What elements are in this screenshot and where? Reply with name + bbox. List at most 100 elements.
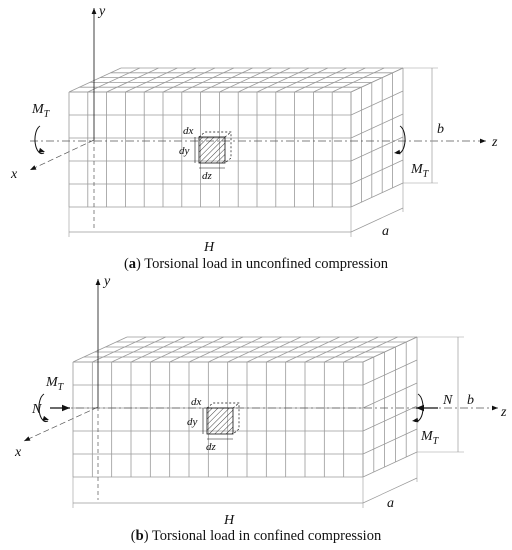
grid-line: [150, 336, 205, 363]
grid-line: [285, 336, 340, 363]
y-axis-label: y: [102, 275, 111, 289]
grid-line: [200, 67, 253, 93]
grid-line: [362, 359, 418, 386]
grid-line: [294, 67, 347, 93]
grid-line: [68, 67, 122, 93]
height-b-label: b: [437, 122, 444, 137]
grid-line: [72, 336, 128, 363]
grid-line: [169, 336, 224, 363]
grid-line: [125, 67, 178, 93]
grid-line: [87, 67, 140, 93]
element-back-edges: [198, 131, 232, 164]
dy-label: dy: [187, 416, 198, 428]
differential-element: [194, 131, 232, 169]
axial-load-N-right: N: [442, 393, 453, 408]
grid-line: [362, 336, 418, 363]
grid-line: [362, 382, 418, 409]
moment-label-right: MT: [410, 162, 430, 180]
dz-label: dz: [202, 170, 213, 182]
depth-a-label: a: [387, 496, 394, 511]
depth-dimension-line: [362, 477, 418, 504]
grid-line: [162, 67, 216, 93]
moment-label-left: MT: [45, 375, 65, 393]
grid-line: [362, 451, 418, 478]
grid-line: [350, 136, 404, 162]
x-axis-arrow: [30, 165, 37, 170]
specimen-grid: [68, 67, 404, 208]
coordinate-axes: [29, 8, 486, 230]
grid-line: [362, 428, 418, 455]
grid-line: [350, 182, 404, 208]
z-axis-arrow: [480, 138, 486, 144]
element-back-edges: [206, 402, 240, 435]
grid-line: [256, 67, 310, 93]
grid-line: [313, 67, 366, 93]
grid-line: [362, 405, 418, 432]
grid-line: [275, 67, 328, 93]
height-b-label: b: [467, 393, 474, 408]
y-axis-label: y: [97, 4, 106, 19]
grid-line: [350, 67, 404, 93]
grid-line: [106, 67, 159, 93]
specimen-grid: [72, 336, 418, 478]
dx-label: dx: [183, 125, 194, 137]
grid-line: [130, 336, 186, 363]
element-edge: [224, 131, 232, 138]
torque-arrow-left: [34, 125, 45, 155]
grid-line: [350, 90, 404, 116]
z-axis-arrow: [492, 405, 498, 411]
figure-caption: (a) Torsional load in unconfined compres…: [123, 256, 389, 272]
coordinate-axes: [23, 279, 498, 500]
dimension-lines: [72, 336, 464, 508]
grid-line: [188, 336, 244, 363]
grid-line: [266, 336, 321, 363]
element-edge: [232, 402, 240, 409]
grid-line: [332, 67, 385, 93]
differential-element: [202, 402, 240, 440]
dz-label: dz: [206, 441, 217, 453]
z-axis-label: z: [500, 405, 507, 420]
x-axis-arrow: [24, 436, 31, 441]
panel-confined: y x z MT MT N N b a H dx dy dz (b) Torsi…: [0, 275, 512, 550]
torque-arrow-left: [38, 393, 49, 423]
torque-arrowhead-right: [412, 417, 419, 423]
element-front-face: [198, 136, 226, 164]
grid-line: [246, 336, 302, 363]
x-axis: [23, 406, 99, 442]
y-axis-arrow: [91, 8, 97, 14]
grid-line: [324, 336, 379, 363]
z-axis-label: z: [491, 135, 498, 150]
grid-line: [181, 67, 234, 93]
grid-line: [350, 113, 404, 139]
x-axis-label: x: [10, 167, 18, 182]
specimen-diagram-confined: y x z MT MT N N b a H dx dy dz: [14, 275, 507, 528]
grid-line: [219, 67, 272, 93]
specimen-diagram-unconfined: y x z MT MT b a H dx dy dz: [10, 4, 498, 255]
grid-line: [92, 336, 147, 363]
moment-label-left: MT: [31, 102, 51, 120]
panel-unconfined: y x z MT MT b a H dx dy dz (a) Torsional…: [10, 4, 498, 272]
depth-a-label: a: [382, 224, 389, 239]
x-axis-label: x: [14, 445, 22, 460]
dx-label: dx: [191, 396, 202, 408]
x-axis: [29, 139, 95, 171]
grid-line: [111, 336, 166, 363]
length-H-label: H: [203, 240, 215, 255]
figure-caption: (b) Torsional load in confined compressi…: [130, 528, 382, 544]
torque-arrowhead-left: [42, 415, 49, 421]
grid-line: [227, 336, 282, 363]
dimension-lines: [68, 67, 438, 237]
grid-line: [144, 67, 197, 93]
grid-line: [350, 159, 404, 185]
dy-label: dy: [179, 145, 190, 157]
grid-line: [238, 67, 291, 93]
axial-load-N-left: N: [31, 402, 42, 417]
y-axis-arrow: [95, 279, 101, 285]
length-H-label: H: [223, 513, 235, 528]
moment-label-right: MT: [420, 429, 440, 447]
grid-line: [343, 336, 398, 363]
axial-load-arrowhead-left: [62, 404, 70, 412]
grid-line: [304, 336, 360, 363]
element-front-face: [206, 407, 234, 435]
depth-dimension-line: [350, 207, 404, 233]
